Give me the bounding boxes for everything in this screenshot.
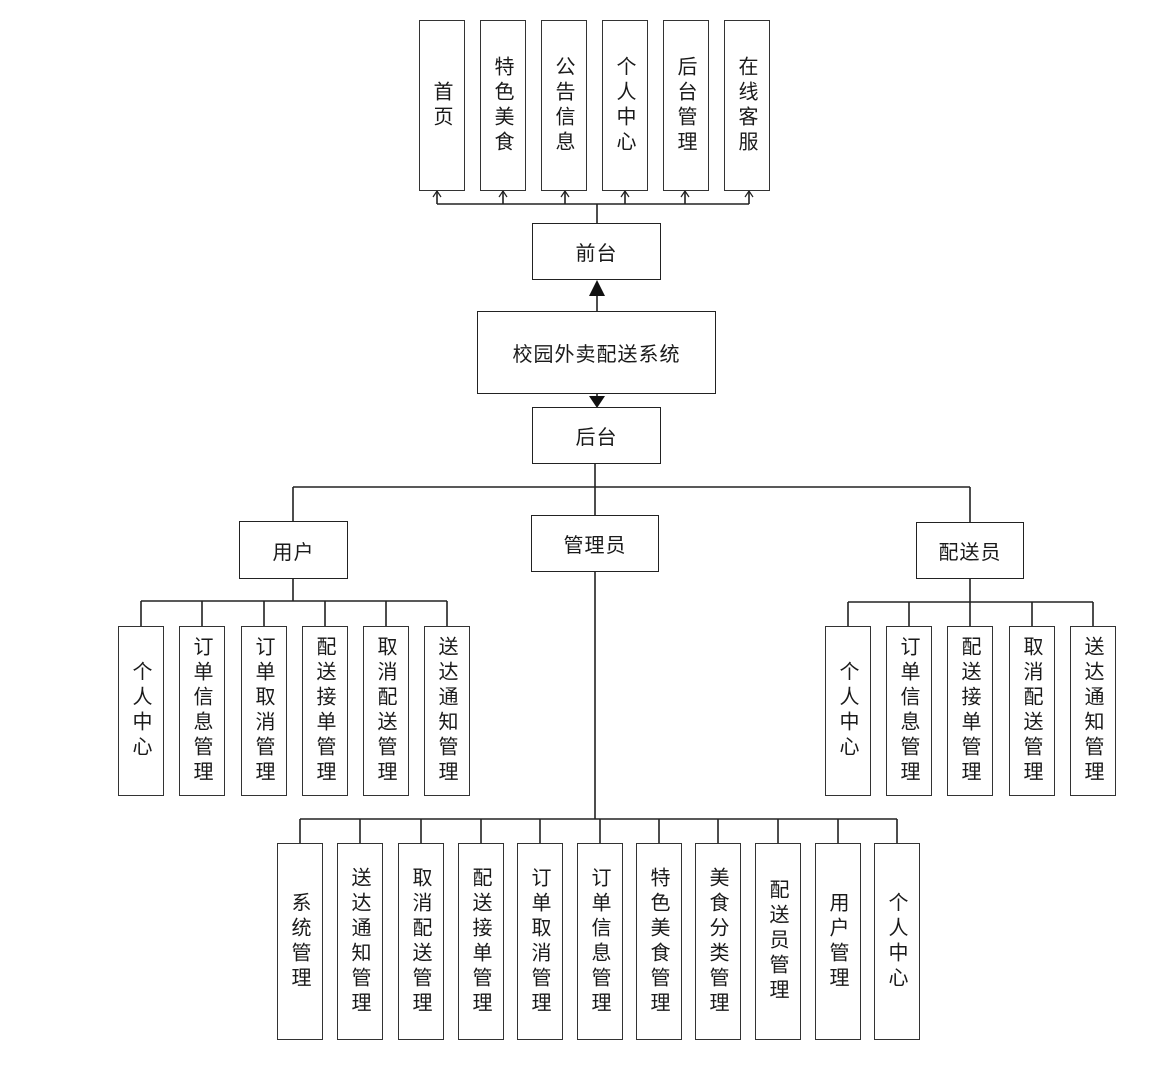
- front-item-label: 特色美食: [491, 55, 515, 156]
- user-item-label: 送达通知管理: [435, 636, 459, 786]
- back-node: 后台: [532, 407, 661, 464]
- user-item: 送达通知管理: [424, 626, 470, 796]
- courier-item: 送达通知管理: [1070, 626, 1116, 796]
- admin-item: 送达通知管理: [337, 843, 383, 1040]
- courier-item-label: 配送接单管理: [958, 636, 982, 786]
- admin-item-label: 取消配送管理: [409, 866, 433, 1017]
- admin-item-label: 订单信息管理: [588, 866, 612, 1017]
- front-item-label: 个人中心: [613, 55, 637, 156]
- arrowhead-down: [589, 396, 605, 408]
- admin-item: 美食分类管理: [695, 843, 741, 1040]
- courier-node: 配送员: [916, 522, 1024, 579]
- front-item-online-service: 在线客服: [724, 20, 770, 191]
- admin-item: 订单取消管理: [517, 843, 563, 1040]
- root-node: 校园外卖配送系统: [477, 311, 716, 394]
- courier-item: 取消配送管理: [1009, 626, 1055, 796]
- admin-item: 个人中心: [874, 843, 920, 1040]
- user-item-label: 个人中心: [129, 661, 153, 761]
- courier-item: 订单信息管理: [886, 626, 932, 796]
- front-item-personal-center: 个人中心: [602, 20, 648, 191]
- user-item-label: 取消配送管理: [374, 636, 398, 786]
- courier-item-label: 取消配送管理: [1020, 636, 1044, 786]
- user-item: 个人中心: [118, 626, 164, 796]
- user-item: 订单取消管理: [241, 626, 287, 796]
- admin-item-label: 配送接单管理: [469, 866, 493, 1017]
- courier-item: 配送接单管理: [947, 626, 993, 796]
- admin-item: 配送接单管理: [458, 843, 504, 1040]
- front-item-label: 后台管理: [674, 55, 698, 156]
- admin-item-label: 送达通知管理: [348, 866, 372, 1017]
- admin-item-label: 美食分类管理: [706, 866, 730, 1017]
- admin-item-label: 用户管理: [826, 891, 850, 992]
- front-item-label: 公告信息: [552, 55, 576, 156]
- user-item: 订单信息管理: [179, 626, 225, 796]
- front-item-announcements: 公告信息: [541, 20, 587, 191]
- front-item-admin-backend: 后台管理: [663, 20, 709, 191]
- courier-node-label: 配送员: [938, 540, 1002, 564]
- front-node-label: 前台: [575, 241, 618, 265]
- admin-node: 管理员: [531, 515, 659, 572]
- front-node: 前台: [532, 223, 661, 280]
- admin-item-label: 特色美食管理: [647, 866, 671, 1017]
- front-item-home: 首页: [419, 20, 465, 191]
- admin-item: 配送员管理: [755, 843, 801, 1040]
- admin-item: 取消配送管理: [398, 843, 444, 1040]
- back-node-label: 后台: [575, 425, 618, 449]
- admin-item-label: 个人中心: [885, 891, 909, 992]
- admin-item: 特色美食管理: [636, 843, 682, 1040]
- user-item-label: 订单信息管理: [190, 636, 214, 786]
- user-item-label: 配送接单管理: [313, 636, 337, 786]
- user-node: 用户: [239, 521, 348, 579]
- admin-item-label: 订单取消管理: [528, 866, 552, 1017]
- front-item-label: 首页: [430, 80, 454, 131]
- front-item-label: 在线客服: [735, 55, 759, 156]
- front-item-featured-food: 特色美食: [480, 20, 526, 191]
- courier-item: 个人中心: [825, 626, 871, 796]
- user-item-label: 订单取消管理: [252, 636, 276, 786]
- courier-item-label: 个人中心: [836, 661, 860, 761]
- admin-item-label: 系统管理: [288, 891, 312, 992]
- admin-item: 系统管理: [277, 843, 323, 1040]
- admin-item: 用户管理: [815, 843, 861, 1040]
- courier-item-label: 订单信息管理: [897, 636, 921, 786]
- user-item: 取消配送管理: [363, 626, 409, 796]
- root-node-label: 校园外卖配送系统: [512, 342, 681, 366]
- arrowhead-up: [589, 280, 605, 296]
- user-item: 配送接单管理: [302, 626, 348, 796]
- admin-item: 订单信息管理: [577, 843, 623, 1040]
- user-node-label: 用户: [272, 539, 315, 564]
- admin-node-label: 管理员: [563, 533, 627, 557]
- admin-item-label: 配送员管理: [766, 879, 790, 1004]
- courier-item-label: 送达通知管理: [1081, 636, 1105, 786]
